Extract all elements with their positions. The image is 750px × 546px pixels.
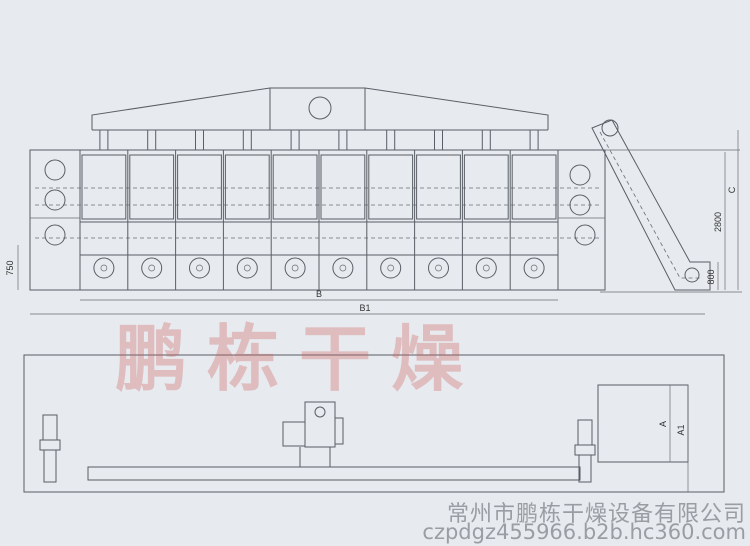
drying-cell [511, 154, 557, 220]
hood-post [290, 129, 300, 151]
drying-cell [177, 154, 222, 220]
hood-post [338, 129, 348, 151]
dim-800: 800 [706, 269, 716, 284]
fan-hub [148, 264, 156, 272]
hood-post [195, 129, 204, 151]
circulation-fan-icon [141, 257, 163, 279]
drying-cell [463, 154, 509, 220]
hood-post [147, 129, 157, 151]
dim-C: C [727, 186, 737, 193]
hood-post [99, 129, 109, 151]
fan-hub [530, 264, 538, 272]
company-url: czpdgz455966.b2b.hc360.com [422, 520, 746, 544]
circulation-fan-icon [523, 257, 545, 279]
drying-cell [416, 154, 461, 220]
fan-hub [243, 264, 251, 272]
fan-hub [482, 264, 490, 272]
dim-750: 750 [5, 260, 15, 275]
fan-hub [387, 264, 395, 272]
fan-hub [435, 264, 442, 272]
fan-hub [100, 264, 108, 272]
dimension-lines [17, 130, 742, 315]
circulation-fan-icon [189, 257, 210, 279]
circulation-fan-icon [284, 257, 306, 279]
fan-hub [196, 264, 203, 272]
dim-B1: B1 [359, 303, 370, 313]
motor-left [39, 414, 61, 483]
circulation-fan-icon [380, 257, 402, 279]
hood-post [481, 129, 491, 151]
dim-B: B [316, 289, 322, 299]
plan-view [23, 354, 725, 493]
dim-A1: A1 [676, 424, 686, 435]
circulation-fan-icon [93, 257, 115, 279]
drying-cell [272, 154, 318, 220]
drying-cell [320, 154, 366, 220]
dim-2800: 2800 [713, 212, 723, 232]
drying-cell [129, 154, 175, 220]
circulation-fan-icon [332, 257, 354, 279]
motor-right [574, 419, 596, 483]
inclined-elevator [591, 119, 711, 291]
drying-cell [368, 154, 414, 220]
hood-post [529, 129, 539, 151]
exhaust-hood [91, 87, 549, 131]
fan-hub [339, 264, 347, 272]
hood-post [386, 129, 396, 151]
central-drive [282, 401, 344, 467]
exhaust-fan-icon [308, 96, 332, 120]
drying-cell [224, 154, 270, 220]
circulation-fan-icon [428, 257, 449, 279]
company-name: 常州市鹏栋干燥设备有限公司 [446, 502, 746, 527]
hood-post [242, 129, 252, 151]
drying-cell [81, 154, 127, 220]
circulation-fan-icon [475, 257, 497, 279]
dryer-frame [29, 149, 606, 291]
hood-post [434, 129, 443, 151]
dim-A: A [658, 421, 668, 427]
watermark: 鹏栋干燥 [115, 317, 484, 401]
circulation-fan-icon [236, 257, 258, 279]
fan-hub [291, 264, 299, 272]
